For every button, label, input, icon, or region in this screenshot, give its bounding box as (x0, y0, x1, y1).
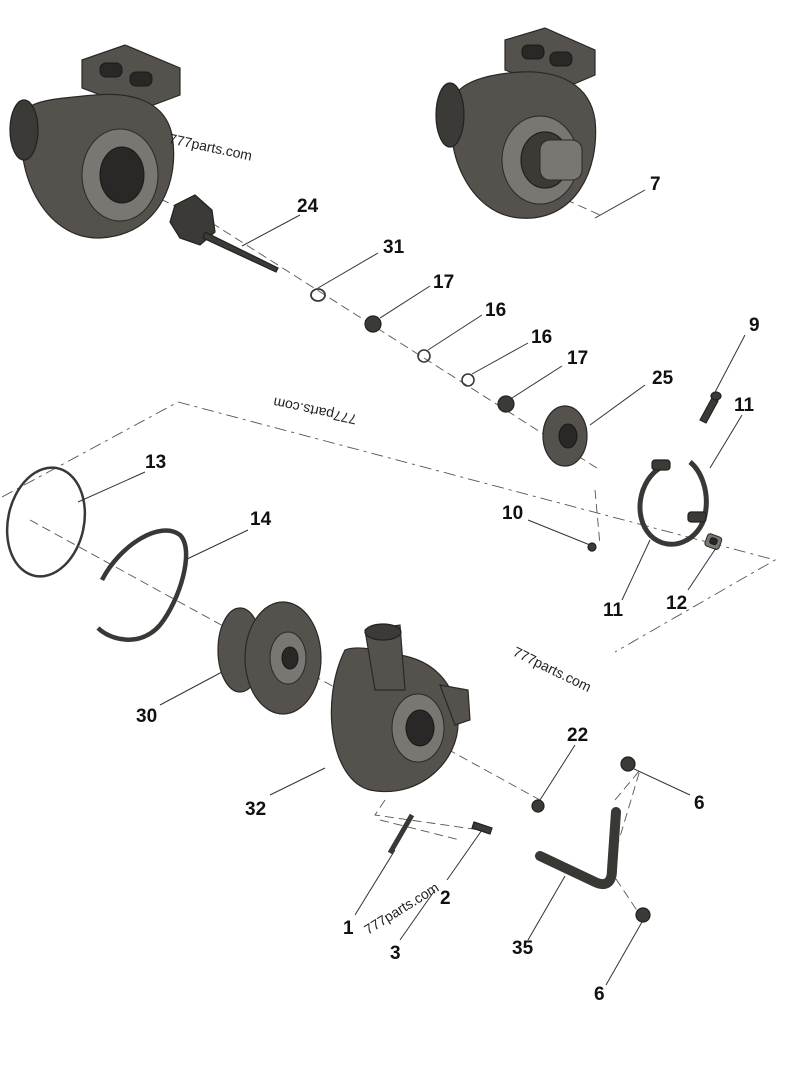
snap-ring-part (96, 528, 189, 642)
callout-1: 1 (343, 918, 354, 939)
axis-lines (29, 174, 641, 916)
watermark-bottom: 777parts.com (361, 879, 441, 938)
watermark-middle-upside-down: 777parts.com (272, 395, 358, 428)
assembly-frame (1, 401, 777, 653)
leader-lines (77, 189, 746, 986)
o-ring-part (5, 466, 87, 578)
seal-ring-part-16a (417, 349, 431, 363)
nut-part (704, 533, 723, 550)
seal-ring-part-16b (461, 373, 475, 387)
compressor-housing-part (330, 623, 471, 793)
callout-12: 12 (666, 593, 687, 614)
callout-30: 30 (136, 706, 157, 727)
watermark-top: 777parts.com (167, 130, 253, 163)
turbine-shaft-wheel-part (169, 194, 279, 273)
callout-3: 3 (390, 943, 401, 964)
spring-clip-part (387, 813, 415, 855)
hose-part (535, 807, 621, 890)
callout-2: 2 (440, 888, 451, 909)
callout-16a: 16 (485, 300, 506, 321)
callout-17b: 17 (567, 348, 588, 369)
watermark-right: 777parts.com (511, 643, 594, 695)
callout-25: 25 (652, 368, 674, 389)
seal-ring-part-31 (310, 288, 326, 302)
fitting-part-2 (471, 821, 493, 835)
bolt-part (699, 391, 722, 424)
heat-shield-part (542, 405, 588, 467)
bearing-housing-part (217, 601, 322, 715)
callout-22: 22 (567, 725, 588, 746)
sleeve-part-17b (497, 395, 515, 413)
callout-6a: 6 (694, 793, 705, 814)
callout-14: 14 (250, 509, 272, 530)
fitting-part-22 (531, 799, 545, 813)
callout-11a: 11 (734, 395, 755, 416)
v-band-clamp-part (637, 459, 709, 547)
callout-7: 7 (650, 174, 661, 195)
callout-17a: 17 (433, 272, 454, 293)
callout-11b: 11 (603, 600, 624, 621)
turbine-housing-part (9, 44, 181, 239)
callout-13: 13 (145, 452, 166, 473)
hose-clamp-part-6a (620, 756, 636, 772)
callout-16b: 16 (531, 327, 552, 348)
callout-24: 24 (297, 196, 319, 217)
callout-35: 35 (512, 938, 534, 959)
turbine-housing-assembly-part (435, 27, 597, 219)
callout-6b: 6 (594, 984, 605, 1005)
sleeve-part-17a (364, 315, 382, 333)
callout-32: 32 (245, 799, 266, 820)
hose-clamp-part-6b (635, 907, 651, 923)
callout-10: 10 (502, 503, 523, 524)
callout-9: 9 (749, 315, 760, 336)
callout-31: 31 (383, 237, 405, 258)
